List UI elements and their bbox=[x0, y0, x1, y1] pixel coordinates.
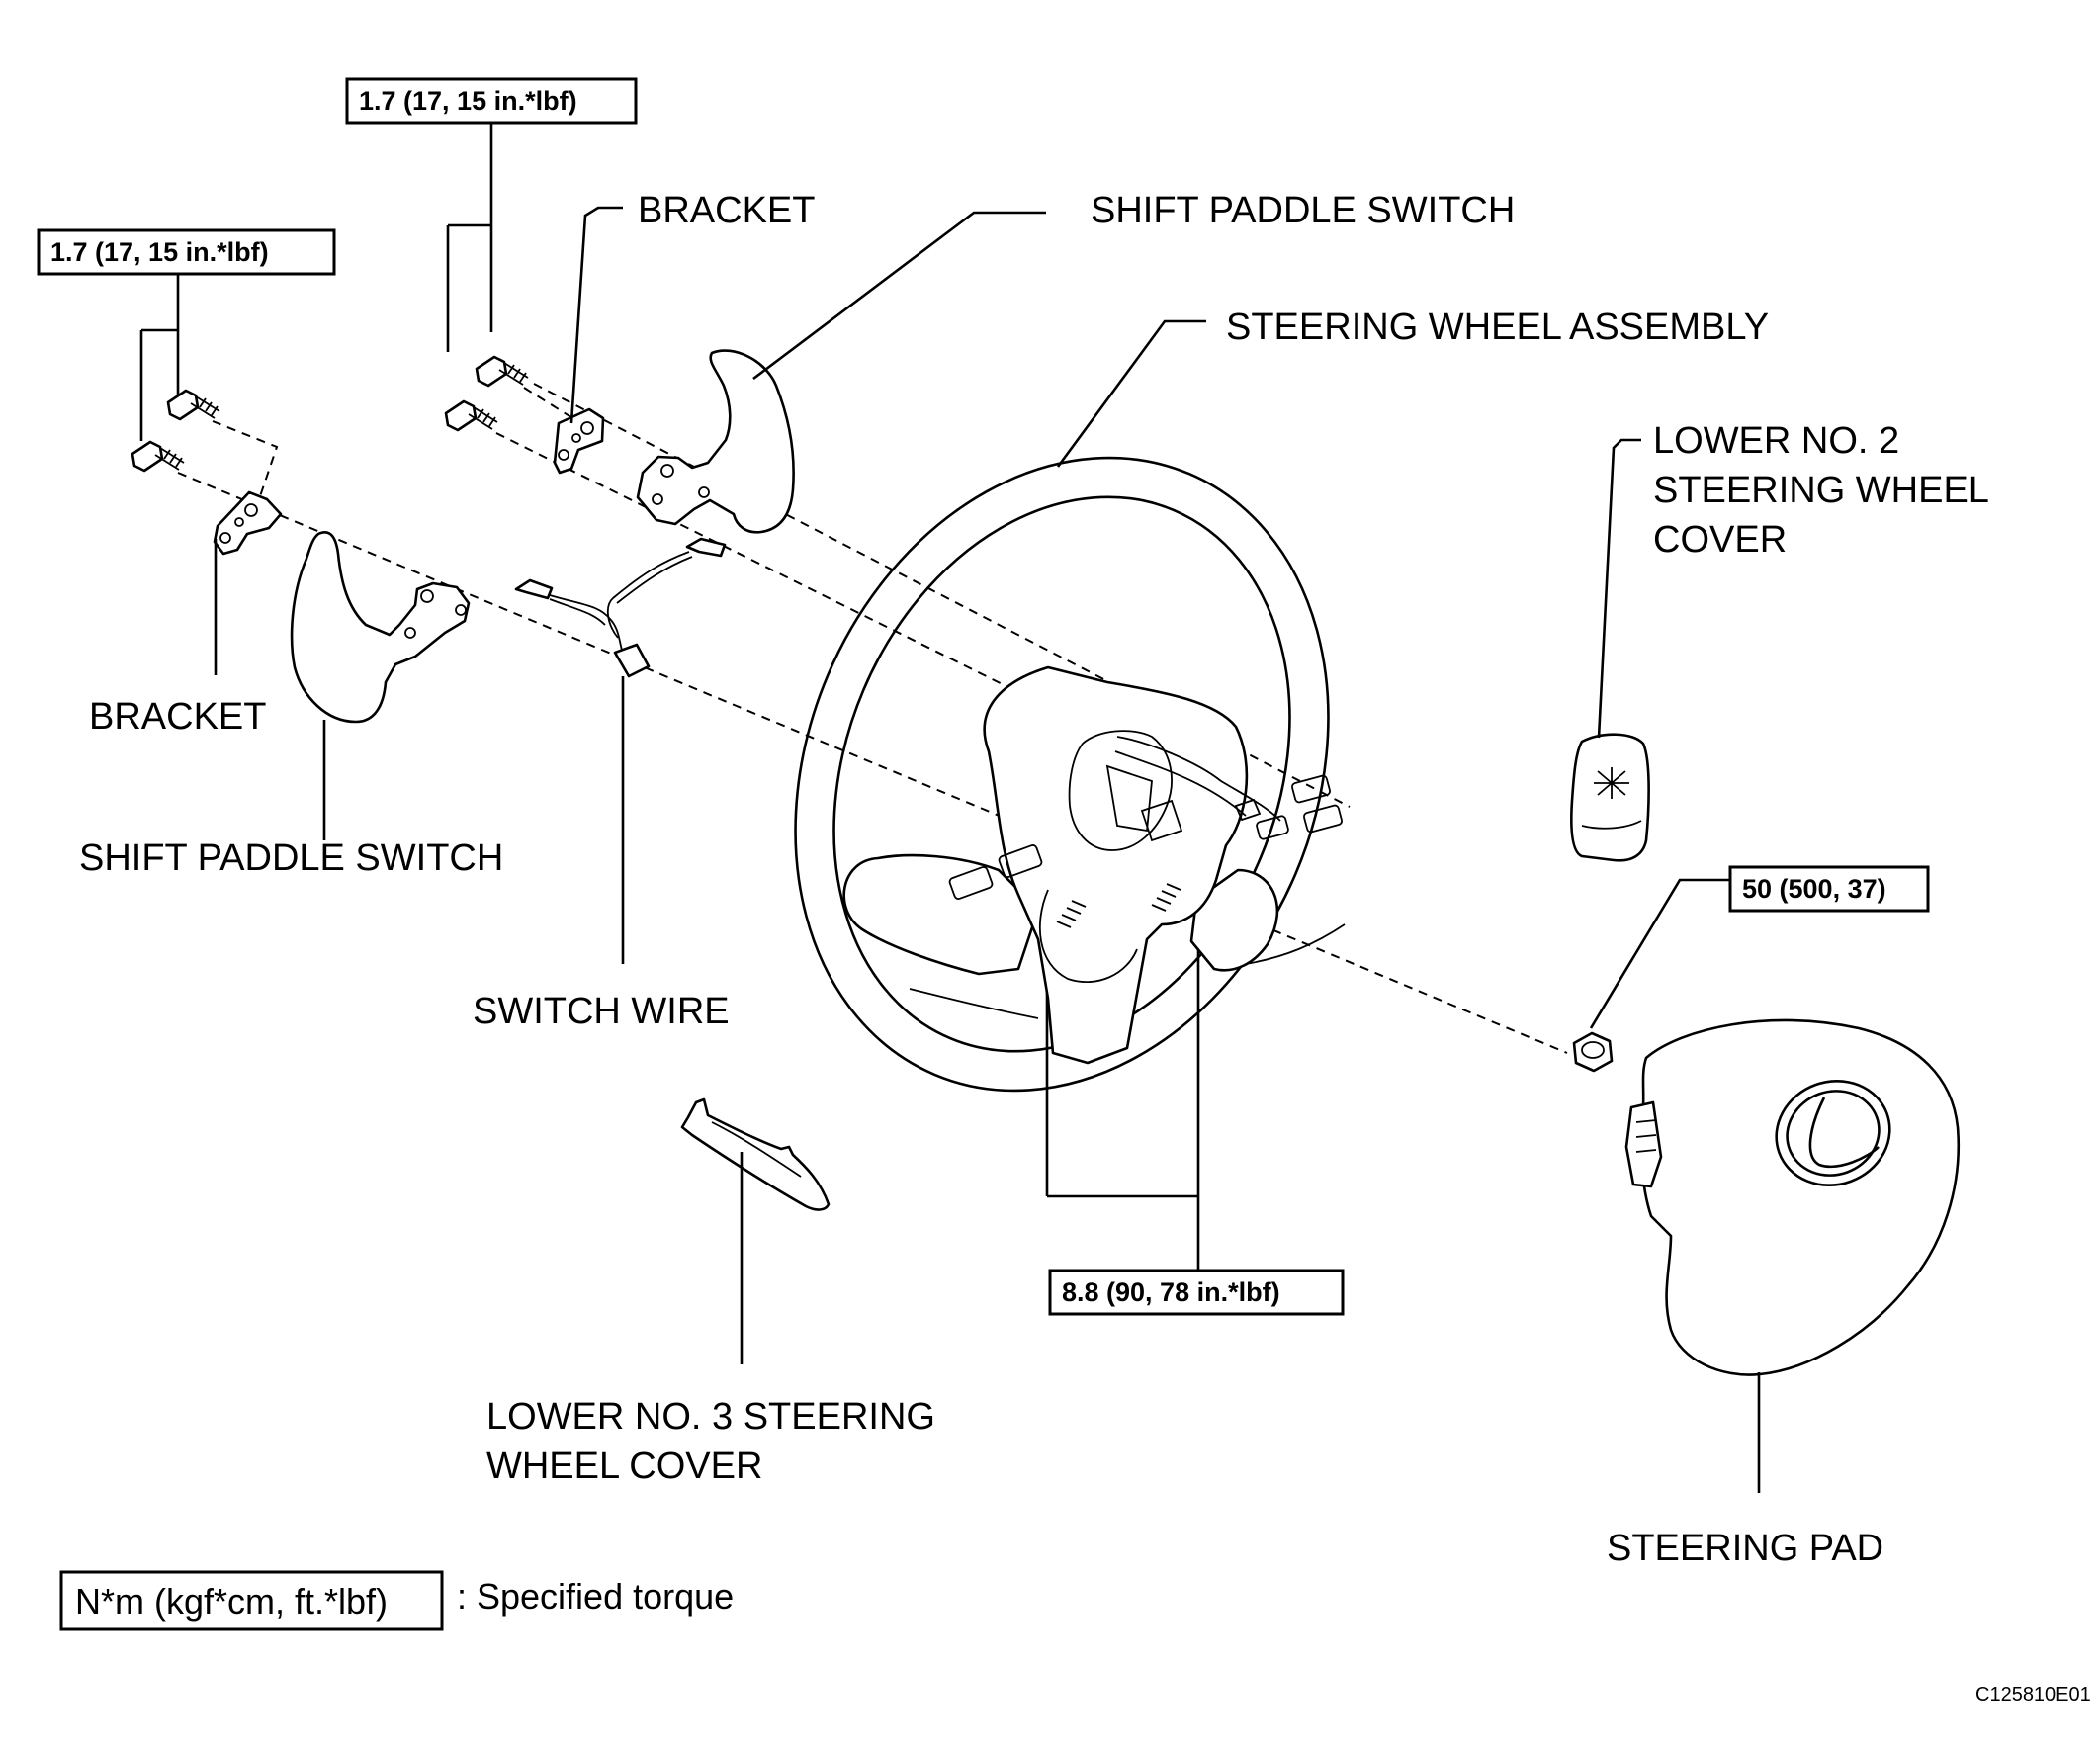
label-lower-no3-line2: WHEEL COVER bbox=[486, 1446, 762, 1487]
torque-box-nut: 50 (500, 37) bbox=[1728, 865, 1930, 913]
steering-pad bbox=[1624, 1018, 1960, 1376]
label-lower-no2-line2: STEERING WHEEL bbox=[1653, 470, 1989, 511]
shift-paddle-switch-lower bbox=[290, 531, 471, 724]
legend-unit-box-text: N*m (kgf*cm, ft.*lbf) bbox=[75, 1581, 388, 1622]
label-switch-wire: SWITCH WIRE bbox=[473, 991, 730, 1032]
label-leader-lines bbox=[214, 206, 1761, 1493]
label-shift-paddle-upper: SHIFT PADDLE SWITCH bbox=[1091, 190, 1515, 231]
steering-wheel-assembly bbox=[794, 456, 1346, 1093]
alignment-dashed-lines bbox=[177, 383, 1568, 1054]
legend-description: : Specified torque bbox=[457, 1576, 734, 1617]
bolt-upper-1 bbox=[475, 355, 529, 388]
switch-wire bbox=[514, 537, 727, 964]
figure-code: C125810E01 bbox=[1975, 1684, 2091, 1706]
label-bracket-upper: BRACKET bbox=[638, 190, 815, 231]
label-lower-no2-line3: COVER bbox=[1653, 519, 1787, 561]
torque-legend: N*m (kgf*cm, ft.*lbf) : Specified torque bbox=[59, 1570, 734, 1631]
torque-left-bolts-text: 1.7 (17, 15 in.*lbf) bbox=[50, 237, 269, 267]
bracket-lower bbox=[213, 490, 283, 556]
torque-box-left-bolts: 1.7 (17, 15 in.*lbf) bbox=[37, 228, 336, 276]
shift-paddle-switch-upper bbox=[636, 349, 795, 534]
torque-wheel-bolts-text: 8.8 (90, 78 in.*lbf) bbox=[1062, 1277, 1280, 1307]
label-lower-no3-line1: LOWER NO. 3 STEERING bbox=[486, 1396, 935, 1438]
bolt-upper-2 bbox=[444, 399, 498, 432]
torque-box-wheel-bolts: 8.8 (90, 78 in.*lbf) bbox=[1048, 1269, 1345, 1316]
label-steering-wheel-assembly: STEERING WHEEL ASSEMBLY bbox=[1226, 307, 1769, 348]
lower-no2-steering-wheel-cover bbox=[1570, 733, 1650, 862]
torque-nut-text: 50 (500, 37) bbox=[1742, 874, 1886, 904]
lower-no3-steering-wheel-cover bbox=[680, 1097, 831, 1211]
label-bracket-lower: BRACKET bbox=[89, 696, 266, 738]
steering-pad-nut bbox=[1572, 1031, 1614, 1073]
label-shift-paddle-lower: SHIFT PADDLE SWITCH bbox=[79, 837, 503, 879]
torque-box-upper-bolts: 1.7 (17, 15 in.*lbf) bbox=[345, 77, 638, 125]
bracket-upper bbox=[553, 407, 605, 475]
torque-upper-bolts-text: 1.7 (17, 15 in.*lbf) bbox=[359, 86, 577, 116]
bolt-left-1 bbox=[166, 389, 220, 421]
bolt-left-2 bbox=[131, 440, 185, 473]
label-steering-pad: STEERING PAD bbox=[1607, 1528, 1883, 1569]
label-lower-no2-line1: LOWER NO. 2 bbox=[1653, 420, 1899, 462]
